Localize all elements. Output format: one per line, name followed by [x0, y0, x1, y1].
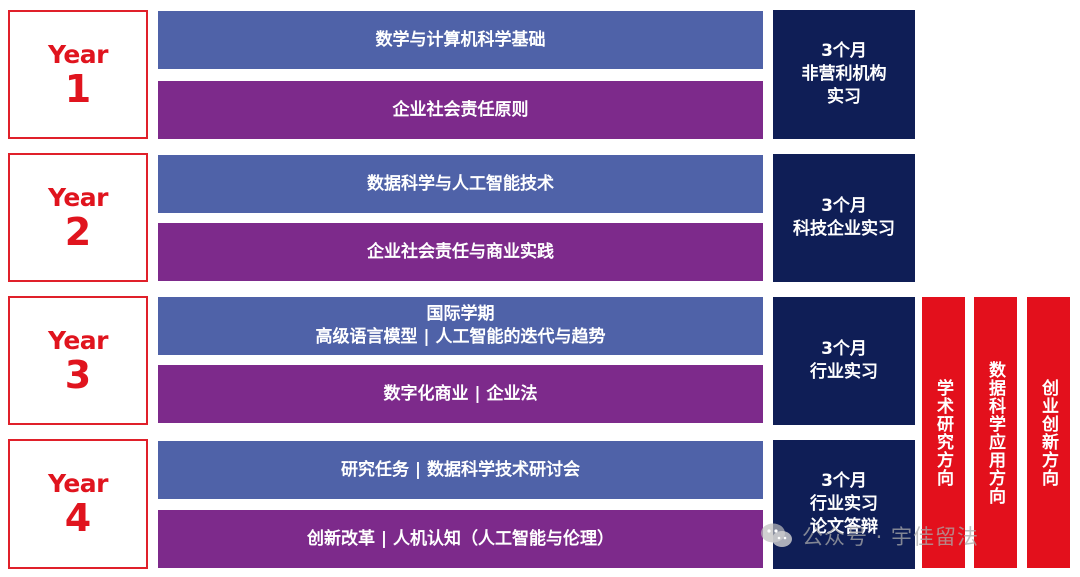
course-bar-year2-a: 数据科学与人工智能技术: [158, 155, 763, 213]
course-text: 企业社会责任与商业实践: [367, 241, 554, 262]
course-text: 研究任务 | 数据科学技术研讨会: [340, 459, 581, 480]
course-text: 企业社会责任原则: [392, 99, 529, 120]
internship-text: 3个月: [821, 339, 867, 359]
year-number: 1: [64, 66, 92, 111]
course-bar-year4-b: 创新改革 | 人机认知（人工智能与伦理）: [158, 510, 763, 568]
course-bar-year3-b: 数字化商业 | 企业法: [158, 365, 763, 423]
course-bar-year3-a: 国际学期 高级语言模型 | 人工智能的迭代与趋势: [158, 297, 763, 355]
internship-text: 行业实习: [810, 362, 878, 382]
internship-text: 3个月: [821, 41, 867, 61]
internship-text: 非营利机构: [801, 64, 887, 84]
year-2-box: Year 2: [8, 153, 148, 282]
year-number: 4: [64, 496, 92, 540]
year-label: Year: [48, 325, 108, 355]
course-text: 数据科学与人工智能技术: [367, 173, 554, 194]
internship-text: 实习: [827, 87, 861, 107]
course-text: 高级语言模型 | 人工智能的迭代与趋势: [315, 327, 606, 347]
year-number: 2: [64, 209, 92, 254]
internship-box-year1: 3个月 非营利机构 实习: [773, 10, 915, 139]
course-text: 数学与计算机科学基础: [375, 29, 546, 50]
internship-text: 行业实习: [810, 494, 878, 514]
course-bar-year1-b: 企业社会责任原则: [158, 81, 763, 139]
course-text: 数字化商业 | 企业法: [383, 383, 538, 404]
watermark-text: 公众号 · 宇佳留法: [802, 525, 980, 549]
track-entrepreneurship: 创业创新方向: [1027, 297, 1070, 568]
internship-text: 论文答辩: [810, 517, 878, 537]
internship-text: 科技企业实习: [793, 219, 895, 239]
course-text: 创新改革 | 人机认知（人工智能与伦理）: [306, 528, 615, 549]
wechat-icon: [760, 522, 794, 550]
year-4-box: Year 4: [8, 439, 148, 569]
track-label: 创业创新方向: [1038, 378, 1058, 487]
track-data-science-application: 数据科学应用方向: [974, 297, 1017, 568]
year-label: Year: [48, 39, 108, 69]
track-label: 学术研究方向: [933, 378, 953, 487]
track-academic-research: 学术研究方向: [922, 297, 965, 568]
internship-box-year3: 3个月 行业实习: [773, 297, 915, 425]
year-number: 3: [64, 352, 92, 397]
internship-text: 3个月: [821, 471, 867, 491]
year-label: Year: [48, 469, 108, 498]
internship-box-year4: 3个月 行业实习 论文答辩: [773, 440, 915, 569]
watermark: 公众号 · 宇佳留法: [760, 519, 979, 553]
internship-box-year2: 3个月 科技企业实习: [773, 154, 915, 282]
course-bar-year4-a: 研究任务 | 数据科学技术研讨会: [158, 441, 763, 499]
course-bar-year2-b: 企业社会责任与商业实践: [158, 223, 763, 281]
course-text: 国际学期: [426, 304, 495, 324]
track-label: 数据科学应用方向: [985, 360, 1005, 505]
course-bar-year1-a: 数学与计算机科学基础: [158, 11, 763, 69]
internship-text: 3个月: [821, 196, 867, 216]
year-3-box: Year 3: [8, 296, 148, 425]
year-1-box: Year 1: [8, 10, 148, 139]
year-label: Year: [48, 182, 108, 212]
